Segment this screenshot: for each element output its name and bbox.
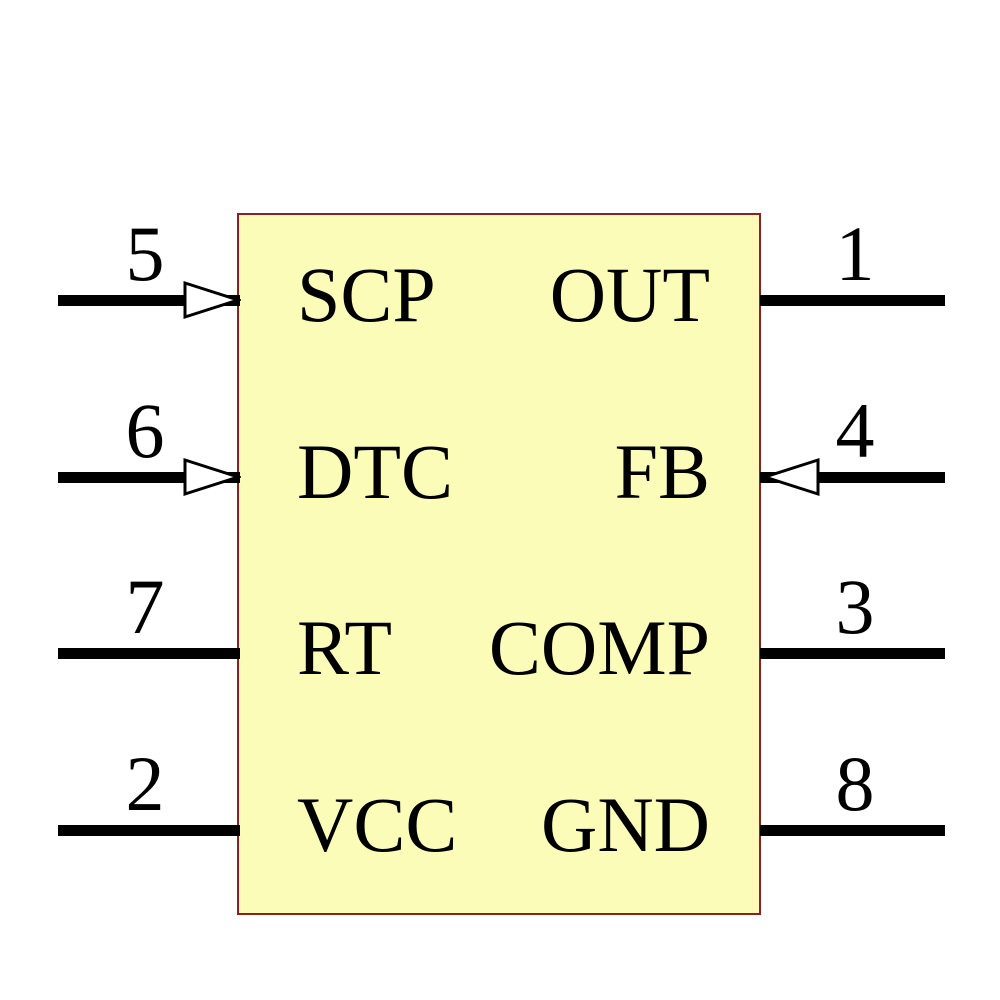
pin-number: 4 bbox=[835, 387, 875, 474]
pin-wire bbox=[760, 472, 945, 483]
pin-wire bbox=[58, 648, 240, 659]
pin-name: VCC bbox=[297, 781, 458, 868]
input-arrow-icon bbox=[762, 457, 820, 497]
pin-wire bbox=[58, 295, 240, 306]
pin-wire bbox=[58, 472, 240, 483]
input-arrow-icon bbox=[183, 280, 241, 320]
pin-number: 3 bbox=[835, 563, 875, 650]
pin-number: 5 bbox=[125, 210, 165, 297]
pin-number: 6 bbox=[125, 387, 165, 474]
pin-wire bbox=[760, 648, 945, 659]
pin-name: SCP bbox=[297, 251, 436, 338]
ic-body bbox=[237, 213, 761, 915]
pin-name: GND bbox=[541, 781, 710, 868]
pin-number: 1 bbox=[835, 210, 875, 297]
pin-number: 7 bbox=[125, 563, 165, 650]
pin-number: 8 bbox=[835, 740, 875, 827]
pin-number: 2 bbox=[125, 740, 165, 827]
pin-name: DTC bbox=[297, 428, 453, 515]
input-arrow-icon bbox=[183, 457, 241, 497]
pin-name: OUT bbox=[549, 251, 710, 338]
pin-wire bbox=[760, 295, 945, 306]
pin-name: RT bbox=[297, 604, 392, 691]
pin-wire bbox=[58, 825, 240, 836]
pin-name: FB bbox=[614, 428, 710, 515]
pin-name: COMP bbox=[488, 604, 710, 691]
pin-wire bbox=[760, 825, 945, 836]
